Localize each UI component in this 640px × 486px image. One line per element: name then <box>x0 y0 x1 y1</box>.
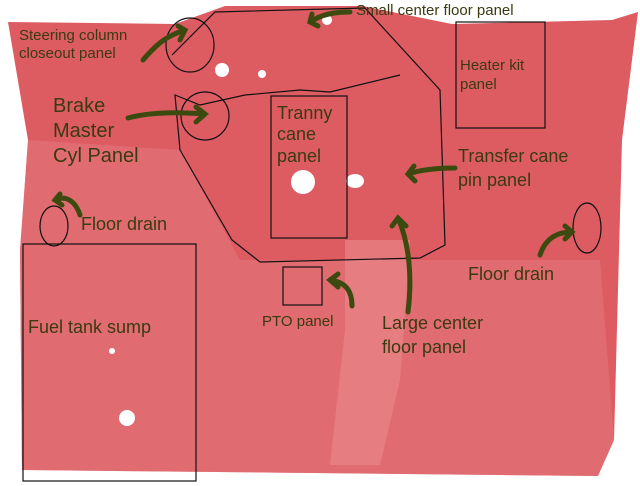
arrows <box>51 9 576 315</box>
arrow-large-center <box>389 214 413 315</box>
label-tranny-line2: cane <box>277 124 317 144</box>
label-floor-drain-left: Floor drain <box>81 214 168 234</box>
arrow-small-center <box>307 9 353 29</box>
label-brake-line1: Brake <box>53 95 106 117</box>
fuel-tank-box <box>22 243 197 482</box>
label-steering-column-line2: closeout panel <box>19 45 116 62</box>
label-fuel-tank-sump: Fuel tank sump <box>28 317 152 337</box>
label-transfer-line2: pin panel <box>458 170 532 190</box>
arrow-pto <box>326 271 355 309</box>
tranny-box <box>270 95 348 239</box>
label-heater-kit-line2: panel <box>460 76 497 93</box>
label-tranny-line1: Tranny <box>277 103 333 123</box>
label-brake-line2: Master <box>53 120 115 142</box>
steering-circle <box>165 17 215 73</box>
drain-right-circle <box>572 202 602 254</box>
arrow-brake <box>125 104 209 125</box>
label-tranny-line3: panel <box>277 146 322 166</box>
arrow-transfer <box>404 163 458 184</box>
label-brake-line3: Cyl Panel <box>53 145 139 167</box>
label-large-center-line2: floor panel <box>382 337 467 357</box>
drain-left-circle <box>39 205 69 247</box>
heater-box <box>455 21 546 129</box>
label-small-center-floor-panel: Small center floor panel <box>356 2 514 19</box>
floor-pan-lower-shade <box>20 140 614 476</box>
label-floor-drain-right: Floor drain <box>468 264 555 284</box>
brake-circle <box>180 91 230 141</box>
label-steering-column-line1: Steering column <box>19 27 128 44</box>
arrow-drain-left <box>51 191 83 218</box>
small-center-outline <box>171 7 446 263</box>
arrow-steering <box>140 23 189 63</box>
arrow-drain-right <box>537 223 576 258</box>
pto-box <box>282 266 323 306</box>
label-heater-kit-line1: Heater kit <box>460 57 525 74</box>
outline-annotations <box>22 7 602 482</box>
label-pto-panel: PTO panel <box>262 313 334 330</box>
holes <box>109 15 364 426</box>
label-transfer-line1: Transfer cane <box>458 146 569 166</box>
label-large-center-line1: Large center <box>382 313 484 333</box>
